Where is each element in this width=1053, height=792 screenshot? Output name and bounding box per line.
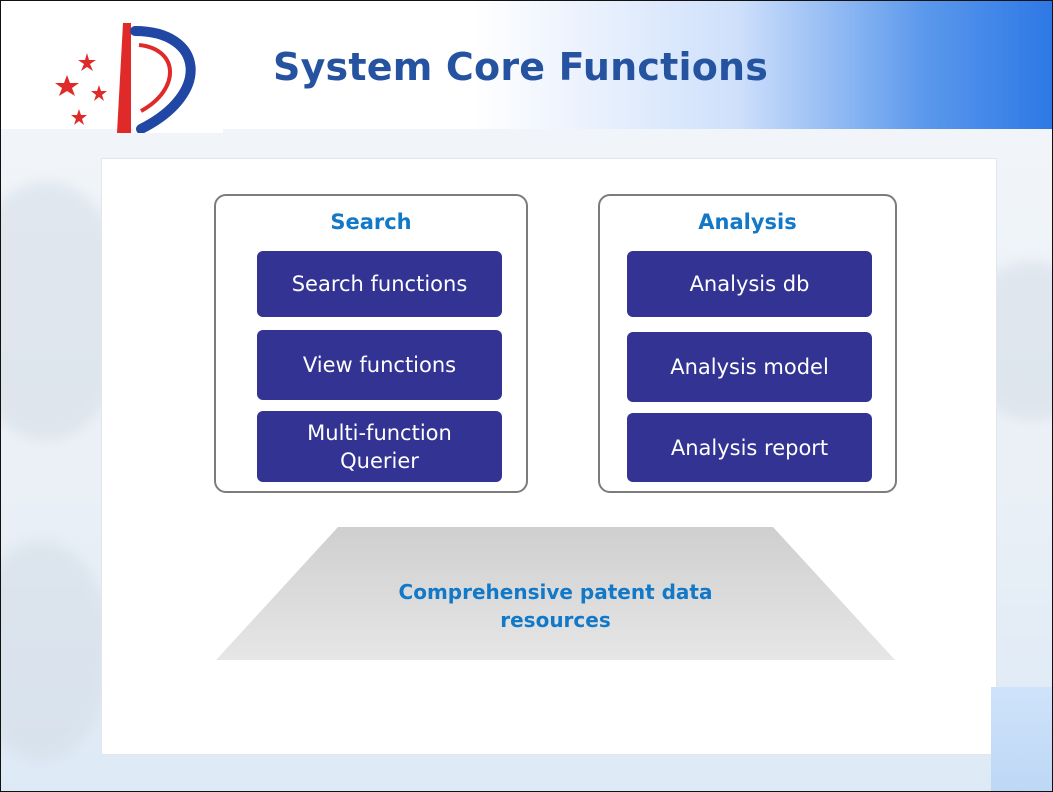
- data-resources-foundation: [216, 527, 895, 660]
- analysis-model-box: Analysis model: [627, 332, 872, 402]
- view-functions-box: View functions: [257, 330, 502, 400]
- analysis-group: Analysis Analysis db Analysis model Anal…: [598, 194, 897, 493]
- search-functions-box: Search functions: [257, 251, 502, 317]
- analysis-group-title: Analysis: [698, 210, 797, 234]
- analysis-report-box: Analysis report: [627, 413, 872, 482]
- background-map-shape: [1, 541, 111, 761]
- data-resources-label: Comprehensive patent data resources: [398, 580, 713, 632]
- search-group-title: Search: [330, 210, 412, 234]
- analysis-db-box: Analysis db: [627, 251, 872, 317]
- sipo-logo-icon: [55, 23, 223, 133]
- bottom-accent-band: [991, 687, 1052, 791]
- search-group: Search Search functions View functions M…: [214, 194, 528, 493]
- multi-function-querier-box: Multi-function Querier: [257, 411, 502, 482]
- page-title: System Core Functions: [273, 45, 769, 89]
